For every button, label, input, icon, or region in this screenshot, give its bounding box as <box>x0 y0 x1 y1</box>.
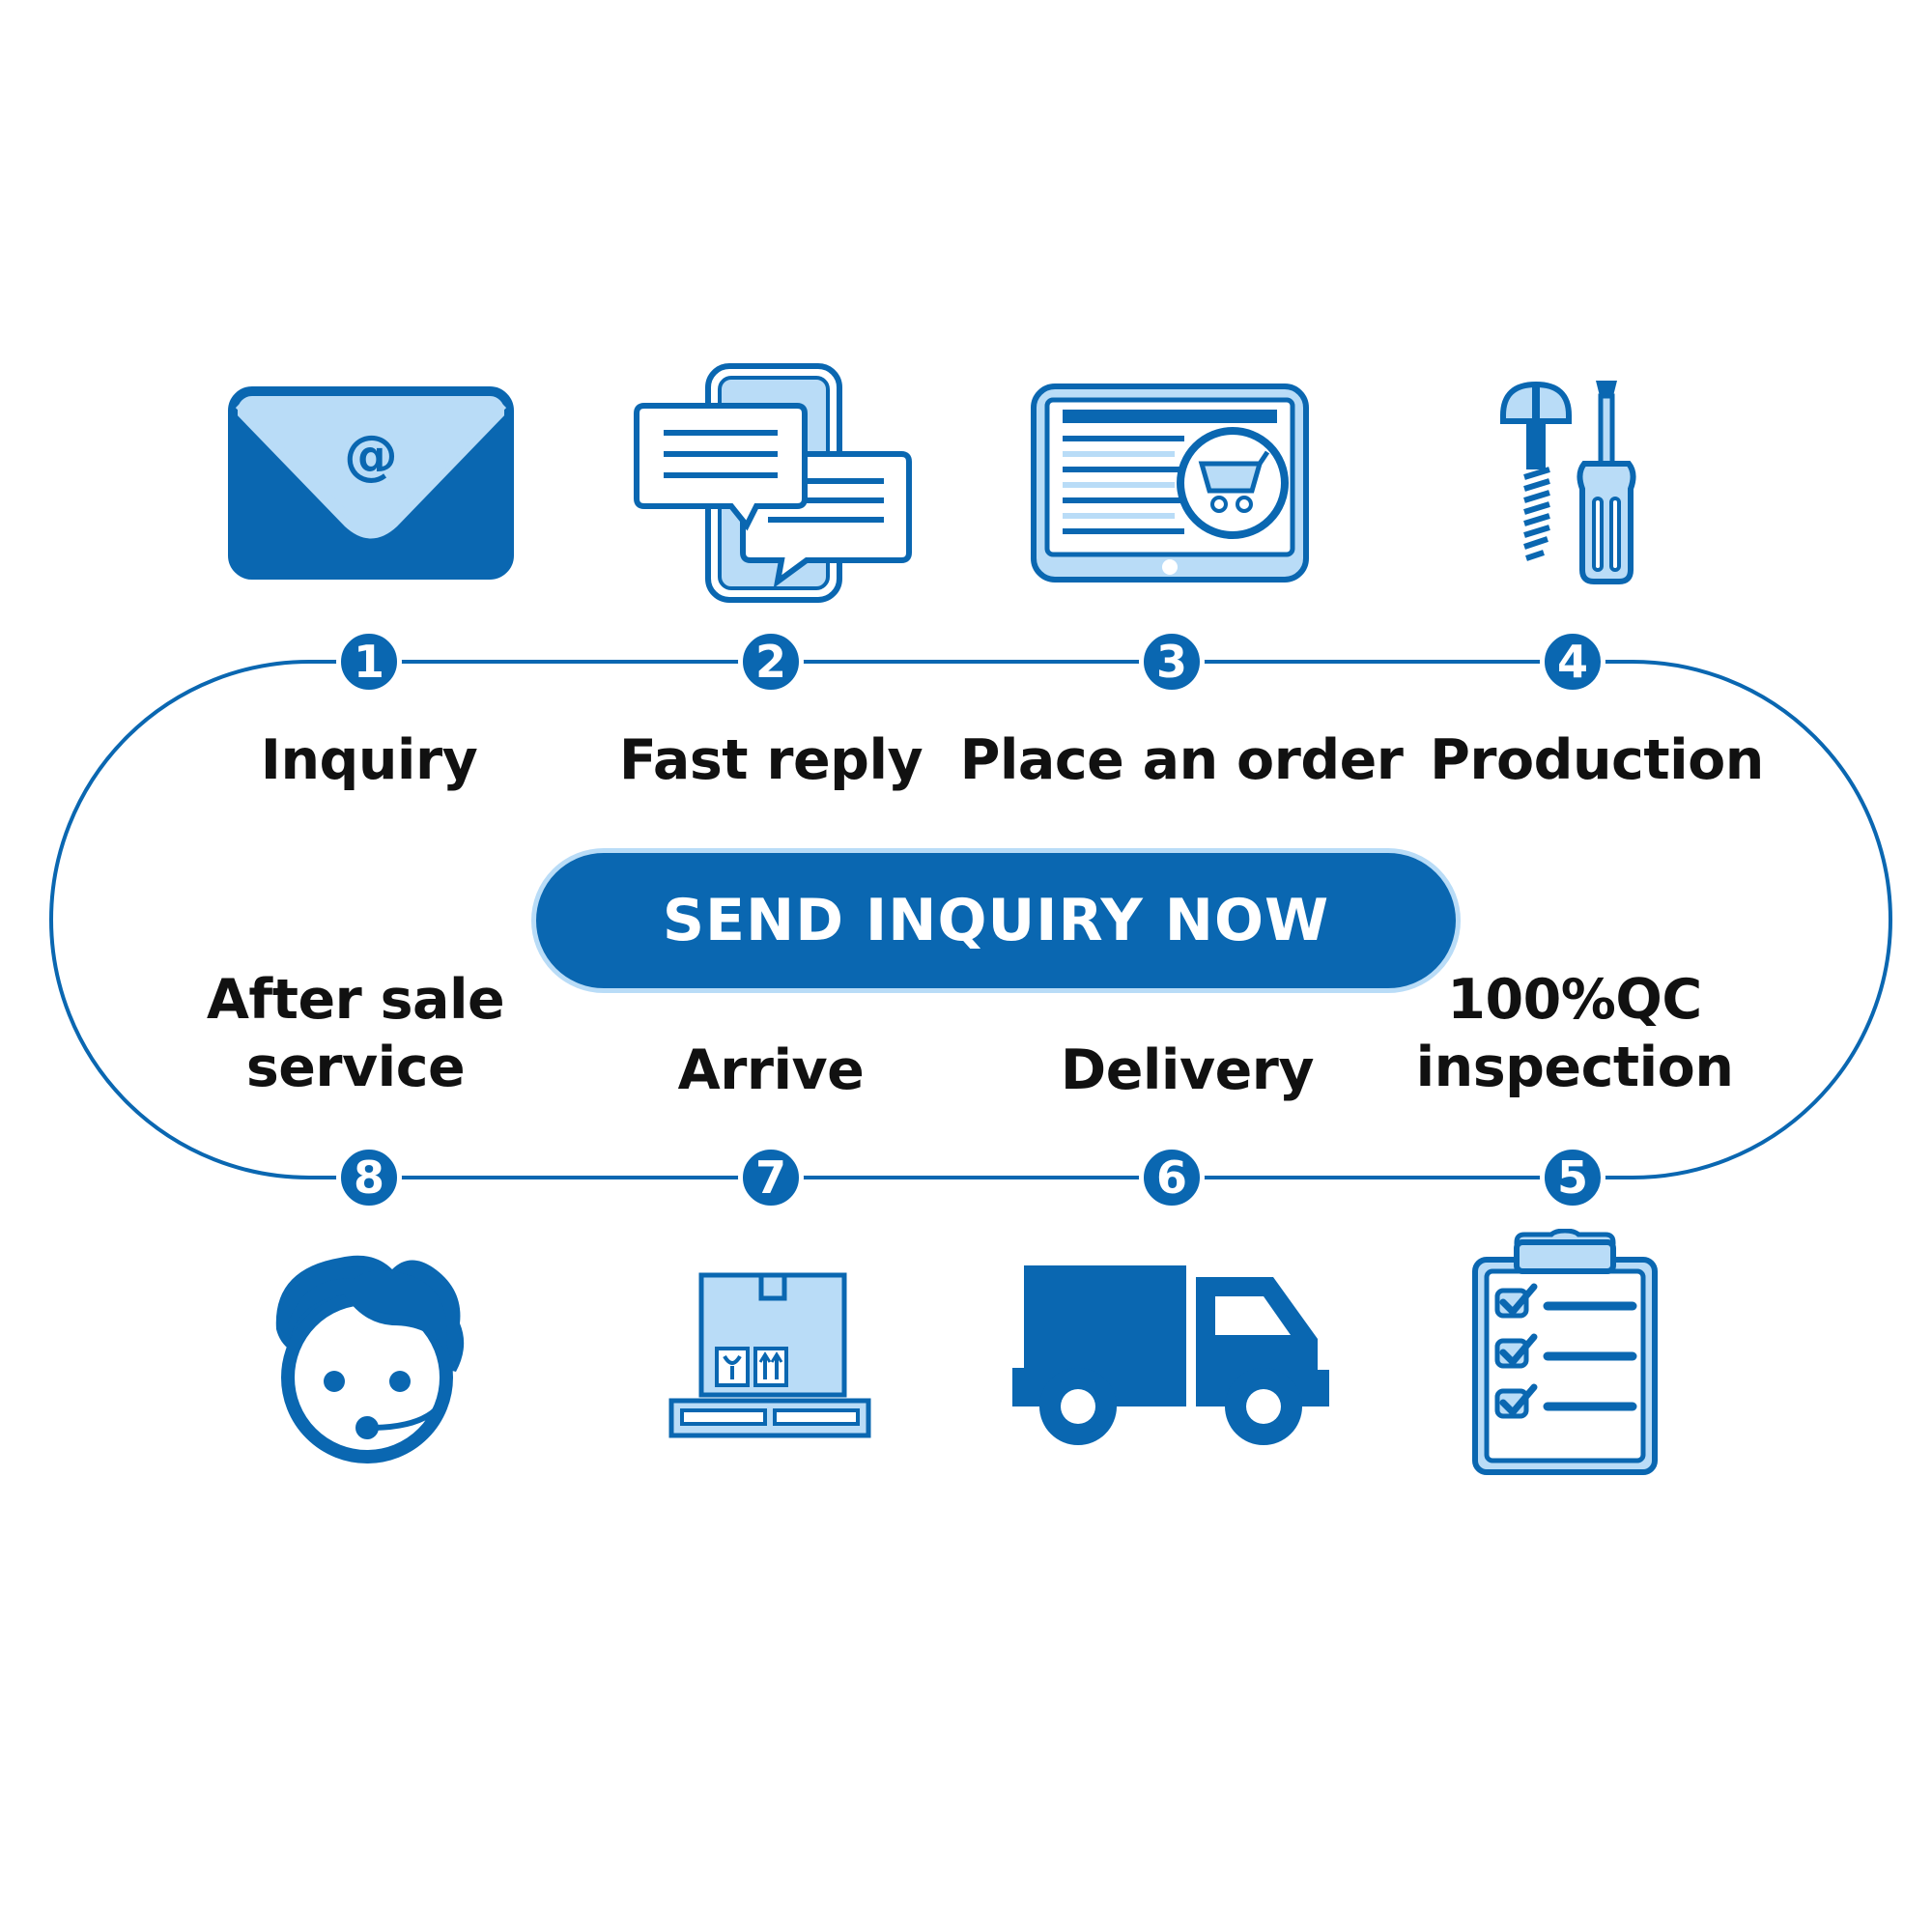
step-4-number: 4 <box>1540 629 1605 695</box>
pallet-box-icon <box>668 1272 871 1438</box>
step-6-label: Delivery <box>1060 1038 1315 1102</box>
step-1-label: Inquiry <box>260 728 478 792</box>
truck-icon <box>1012 1265 1329 1445</box>
step-7-label: Arrive <box>677 1038 865 1102</box>
support-agent-icon <box>275 1255 465 1463</box>
step-8-label-line1: After sale <box>206 968 505 1032</box>
clipboard-checklist-icon <box>1472 1229 1658 1475</box>
chat-phone-icon <box>634 363 912 603</box>
step-5-label-line2: inspection <box>1415 1036 1734 1099</box>
step-3-number: 3 <box>1139 629 1205 695</box>
svg-text:@: @ <box>344 424 398 487</box>
step-8-label: After sale service <box>133 966 578 1101</box>
step-2-number: 2 <box>738 629 804 695</box>
step-4-label: Production <box>1430 728 1764 792</box>
envelope-icon: @ <box>228 386 514 580</box>
step-7-number: 7 <box>738 1145 804 1210</box>
step-5-label: 100%QC inspection <box>1352 966 1797 1101</box>
step-3-label: Place an order <box>959 728 1404 792</box>
screw-screwdriver-icon <box>1500 381 1636 584</box>
step-5-number: 5 <box>1540 1145 1605 1210</box>
step-5-label-line1: 100%QC <box>1447 968 1702 1032</box>
send-inquiry-button[interactable]: SEND INQUIRY NOW <box>531 848 1461 993</box>
step-8-label-line2: service <box>245 1036 466 1099</box>
step-8-number: 8 <box>336 1145 402 1210</box>
tablet-cart-icon <box>1031 384 1309 582</box>
step-1-number: 1 <box>336 629 402 695</box>
step-2-label: Fast reply <box>618 728 923 792</box>
step-6-number: 6 <box>1139 1145 1205 1210</box>
